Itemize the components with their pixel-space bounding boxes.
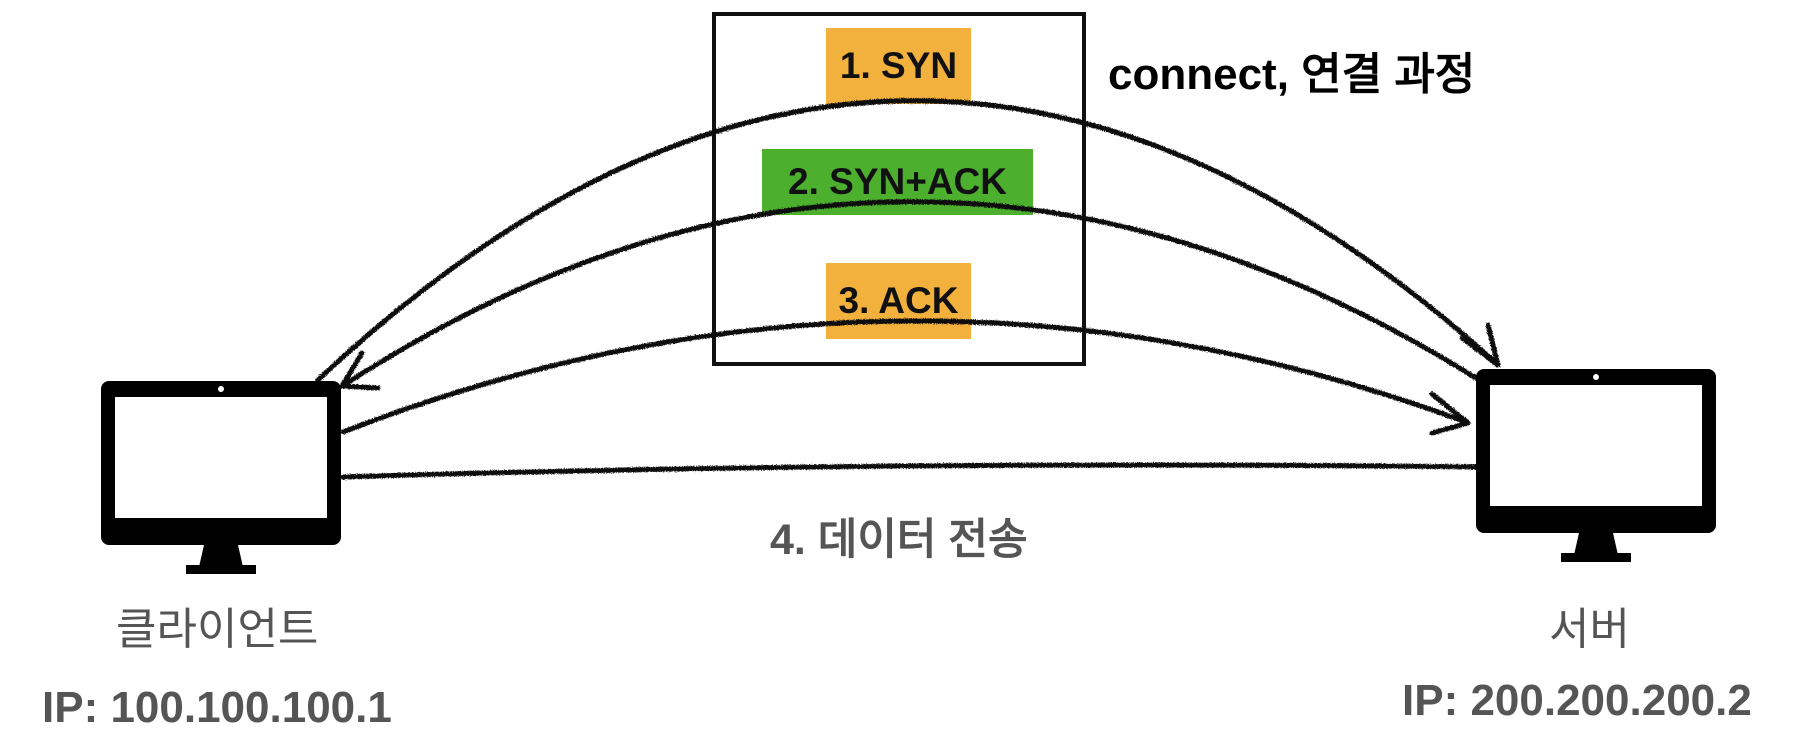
- server-monitor-icon: [1476, 369, 1716, 562]
- step-1-syn-label: 1. SYN: [839, 45, 958, 86]
- syn-arrowhead: [1459, 322, 1501, 368]
- server-label: 서버: [1549, 605, 1630, 654]
- step-3-ack-label: 3. ACK: [838, 280, 959, 321]
- connect-title: connect, 연결 과정: [1108, 50, 1476, 99]
- server-ip-label: IP: 200.200.200.2: [1402, 676, 1752, 725]
- client-monitor-icon: [101, 381, 341, 574]
- step-2-syn-ack-label: 2. SYN+ACK: [788, 161, 1007, 202]
- syn-ack-arrowhead: [339, 350, 381, 391]
- data-transfer-label: 4. 데이터 전송: [770, 516, 1028, 564]
- client-label: 클라이언트: [116, 605, 319, 654]
- step-3-background: [826, 263, 971, 339]
- syn-ack-arrow: [341, 199, 1479, 388]
- ack-arrow: [340, 318, 1469, 435]
- syn-arrow: [315, 98, 1499, 383]
- step-1-background: [826, 28, 971, 104]
- handshake-frame: [712, 12, 1086, 366]
- data-transfer-line: [340, 462, 1481, 480]
- client-ip-label: IP: 100.100.100.1: [42, 683, 392, 732]
- ack-arrowhead: [1429, 391, 1471, 436]
